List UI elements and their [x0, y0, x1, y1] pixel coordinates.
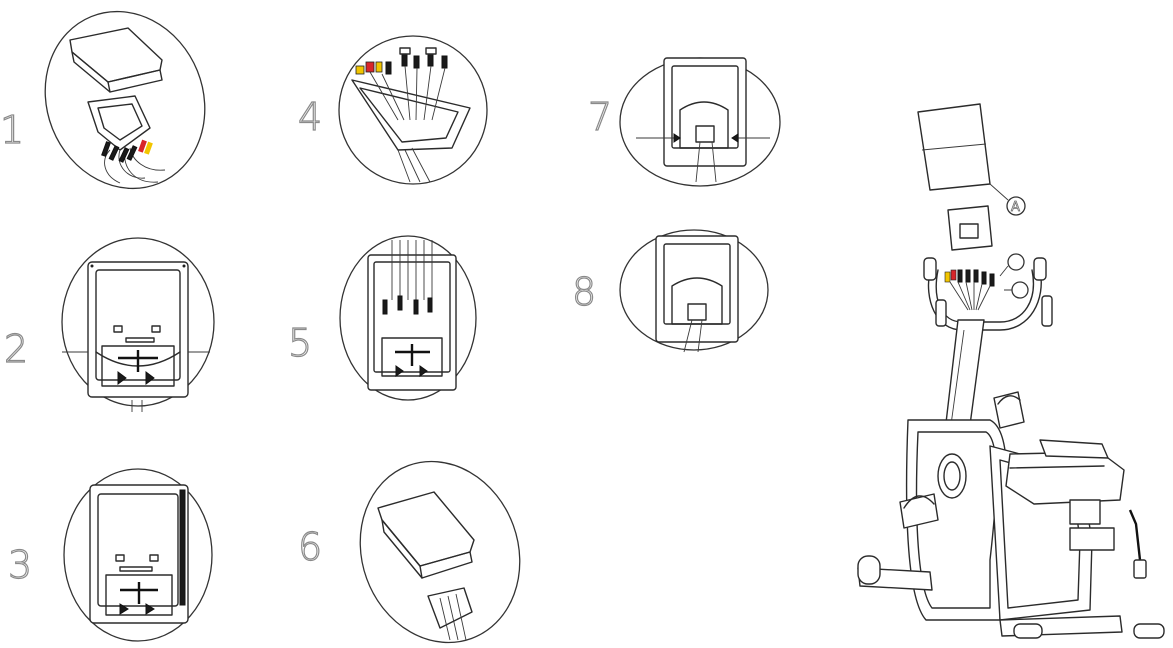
step-number-6: 6	[298, 525, 322, 569]
step-1: 1	[0, 10, 206, 190]
overview-handlebars	[923, 257, 1053, 331]
wire-connectors	[351, 47, 471, 183]
step-7: 7	[587, 57, 781, 187]
step-2: 2	[3, 237, 215, 412]
overview-pedals	[899, 391, 1025, 529]
step-3: 3	[7, 468, 213, 642]
callout-a: A	[989, 183, 1026, 216]
callout-a-label: A	[1011, 200, 1020, 215]
console-back-panel-closed	[89, 484, 189, 624]
overview-console-cover	[917, 103, 991, 191]
step-6: 6	[297, 460, 521, 644]
callout-circle-c	[1011, 281, 1029, 299]
overview-cables	[944, 269, 995, 311]
overview-seat	[1005, 439, 1147, 579]
step-number-7: 7	[588, 95, 612, 139]
connected-panel	[367, 240, 457, 391]
step-number-1: 1	[0, 108, 24, 152]
callout-a-circle	[1006, 196, 1026, 216]
console-tray	[87, 95, 151, 151]
callout-circle-b	[1007, 253, 1025, 271]
step-number-2: 2	[4, 327, 28, 371]
step-number-8: 8	[572, 270, 596, 314]
step-number-5: 5	[288, 321, 312, 365]
step-4: 4	[297, 35, 488, 185]
step-number-3: 3	[8, 543, 32, 587]
overview-bike: A	[857, 103, 1165, 639]
console-cover-install	[377, 491, 475, 641]
cable-cover-panel	[636, 57, 770, 183]
cable-cover-installed	[655, 235, 739, 353]
step-8: 8	[571, 229, 769, 353]
step-number-4: 4	[298, 95, 322, 139]
console-cover	[69, 27, 163, 93]
console-cables	[101, 139, 166, 184]
step-5: 5	[287, 235, 477, 401]
console-back-panel	[87, 261, 189, 398]
overview-console-tray	[947, 205, 993, 251]
mounting-screws	[62, 351, 210, 412]
overview-base	[857, 555, 1165, 639]
